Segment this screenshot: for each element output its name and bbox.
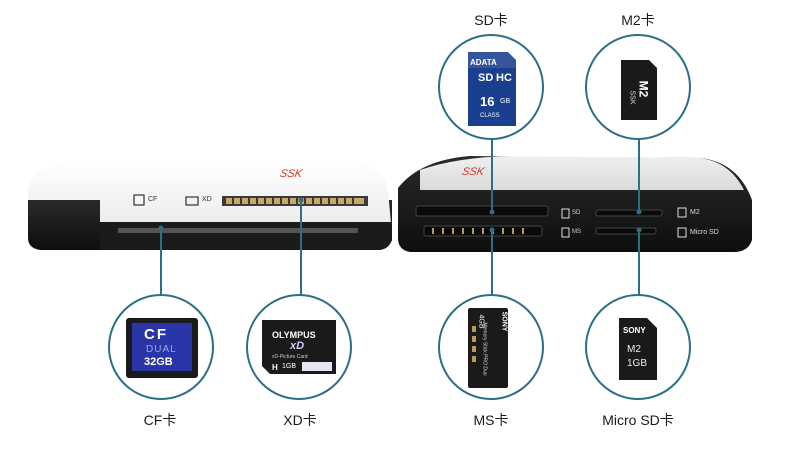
cf-card-line1: CF xyxy=(144,326,168,343)
right-reader-slot-m2: M2 xyxy=(690,209,700,216)
cf-leader-line xyxy=(160,228,162,296)
left-reader-slot-cf: CF xyxy=(148,196,158,203)
ms-card-brand: SONY xyxy=(500,311,508,332)
sd-card-unit: GB xyxy=(500,98,511,105)
right-reader-brand-mark: SSK xyxy=(460,166,486,178)
xd-card-logo: xD xyxy=(290,340,305,352)
ms-card-circle: 4GB SONY Memory Stick PRO Duo xyxy=(438,294,544,400)
cf-card-circle: CF DUAL 32GB xyxy=(108,294,214,400)
sd-card-type-top: SD xyxy=(478,72,494,84)
sd-card-brand: ADATA xyxy=(470,58,497,67)
cf-leader-dot xyxy=(158,225,164,231)
sd-leader-dot xyxy=(489,209,495,215)
ms-card-label: MS卡 xyxy=(473,412,509,428)
right-reader-slot-ms: MS xyxy=(572,229,581,235)
m2-card-line1: SSK xyxy=(628,90,636,105)
cf-card-line2: DUAL xyxy=(146,344,177,355)
sd-card-type-bottom: HC xyxy=(496,72,512,84)
xd-slot-icon xyxy=(185,196,199,206)
ms-leader-line xyxy=(491,230,493,296)
xd-leader-dot xyxy=(298,197,304,203)
m2-leader-line xyxy=(638,130,640,212)
micro-sd-card-line2: 1GB xyxy=(627,358,648,369)
xd-card-capacity: 1GB xyxy=(282,363,297,370)
m2-card-label: M2卡 xyxy=(621,12,655,28)
m2-card-image xyxy=(621,60,657,120)
left-card-reader xyxy=(28,160,392,250)
left-reader-slot-xd: XD xyxy=(202,196,212,203)
m2-leader-dot xyxy=(636,209,642,215)
cf-card-capacity: 32GB xyxy=(144,356,173,368)
micro-sd-card-circle: SONY M2 1GB xyxy=(585,294,691,400)
right-card-reader xyxy=(398,156,752,252)
left-reader-brand-mark: SSK xyxy=(278,168,304,180)
micro-sd-leader-dot xyxy=(636,227,642,233)
xd-card-image xyxy=(262,320,336,374)
xd-card-brand: OLYMPUS xyxy=(272,330,316,340)
right-reader-slot-micro-sd: Micro SD xyxy=(690,229,719,236)
micro-sd-card-image xyxy=(619,318,657,380)
xd-card-circle: OLYMPUS xD xD-Picture Card H 1GB xyxy=(246,294,352,400)
cf-slot-icon xyxy=(133,194,145,206)
micro-sd-card-label: Micro SD卡 xyxy=(602,412,674,428)
sd-card-image xyxy=(468,52,516,126)
sd-card-circle: ADATA SD HC 16 GB CLASS xyxy=(438,34,544,140)
xd-card-type: H xyxy=(272,363,278,372)
micro-sd-leader-line xyxy=(638,230,640,296)
ms-slot-icon xyxy=(561,227,570,238)
sd-card-capacity: 16 xyxy=(480,94,495,109)
right-reader-slot-sd: SD xyxy=(572,210,581,216)
micro-sd-card-brand: SONY xyxy=(623,326,646,335)
sd-slot-icon xyxy=(561,208,570,219)
micro-sd-card-line1: M2 xyxy=(627,344,641,355)
ms-leader-dot xyxy=(489,227,495,233)
ms-card-product: Memory Stick PRO Duo xyxy=(481,322,488,376)
m2-card-line2: M2 xyxy=(636,80,651,98)
sd-card-class: CLASS xyxy=(480,113,500,119)
ms-card-image xyxy=(468,308,508,388)
xd-leader-line xyxy=(300,200,302,296)
cf-card-image xyxy=(126,318,198,378)
cf-card-label: CF卡 xyxy=(143,412,177,428)
xd-card-label: XD卡 xyxy=(283,412,317,428)
sd-leader-line xyxy=(491,130,493,212)
m2-card-circle: SSK M2 xyxy=(585,34,691,140)
micro-sd-slot-icon xyxy=(677,227,687,238)
xd-card-sub: xD-Picture Card xyxy=(272,354,308,360)
m2-slot-icon xyxy=(677,207,687,218)
sd-card-label: SD卡 xyxy=(474,12,508,28)
